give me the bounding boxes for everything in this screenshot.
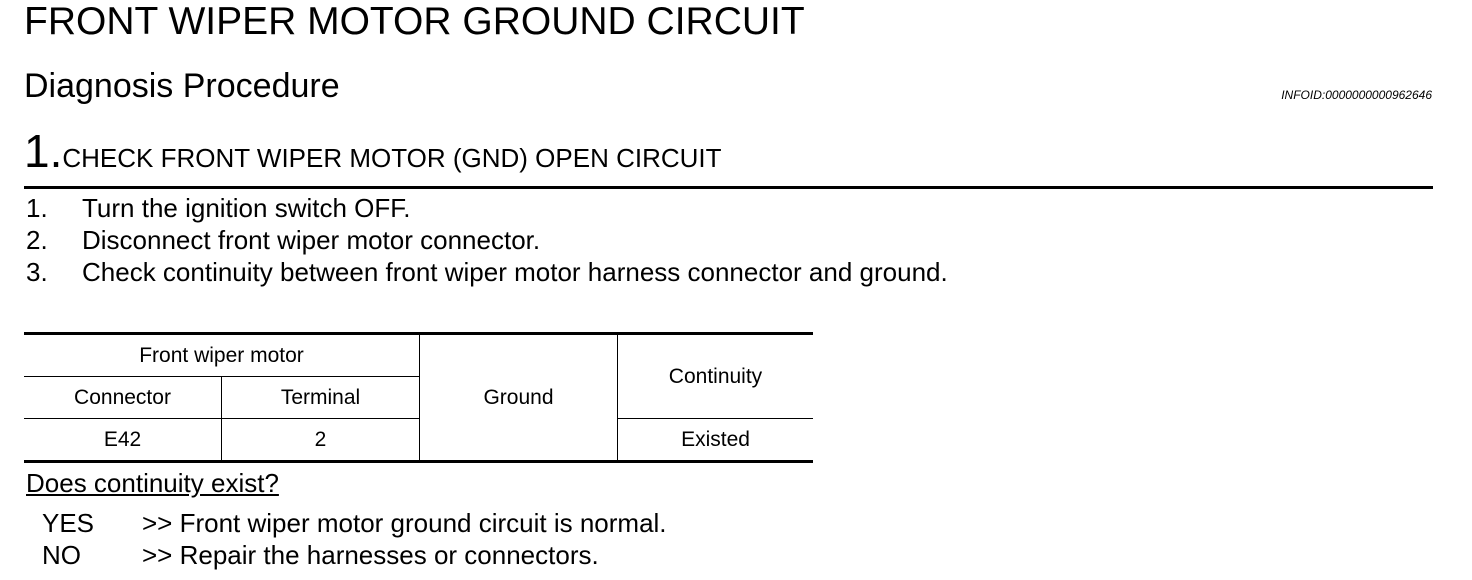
step-heading: 1.CHECK FRONT WIPER MOTOR (GND) OPEN CIR… [24, 124, 722, 190]
instruction-text: Check continuity between front wiper mot… [82, 257, 948, 287]
step-text: CHECK FRONT WIPER MOTOR (GND) OPEN CIRCU… [62, 143, 722, 173]
result-text: >> Front wiper motor ground circuit is n… [142, 508, 667, 538]
continuity-question: Does continuity exist? [26, 468, 279, 498]
instruction-list: 1. Turn the ignition switch OFF. 2. Disc… [26, 192, 948, 288]
step-divider [24, 186, 1433, 189]
result-text: >> Repair the harnesses or connectors. [142, 540, 599, 570]
header-ground: Ground [419, 333, 618, 462]
result-yes: YES >> Front wiper motor ground circuit … [42, 507, 667, 539]
instruction-item: 2. Disconnect front wiper motor connecto… [26, 224, 948, 256]
header-terminal: Terminal [221, 376, 420, 419]
step-number: 1. [24, 125, 63, 177]
instruction-text: Disconnect front wiper motor connector. [82, 225, 541, 255]
cell-connector: E42 [24, 418, 222, 462]
instruction-item: 1. Turn the ignition switch OFF. [26, 192, 948, 224]
result-key: NO [42, 540, 81, 570]
instruction-item: 3. Check continuity between front wiper … [26, 256, 948, 288]
instruction-text: Turn the ignition switch OFF. [82, 193, 411, 223]
table-row: E42 2 Existed [24, 418, 813, 462]
table-header-row: Front wiper motor Ground Continuity [24, 333, 813, 462]
section-title: Diagnosis Procedure [24, 67, 340, 105]
instruction-number: 3. [26, 257, 48, 287]
cell-terminal: 2 [221, 418, 420, 462]
result-list: YES >> Front wiper motor ground circuit … [42, 507, 667, 571]
header-connector: Connector [24, 376, 222, 419]
cell-continuity: Existed [617, 418, 813, 462]
instruction-number: 2. [26, 225, 48, 255]
result-key: YES [42, 508, 95, 538]
page-title: FRONT WIPER MOTOR GROUND CIRCUIT [24, 0, 805, 43]
info-id: INFOID:0000000000962646 [1281, 88, 1432, 102]
table-subheader-row: Connector Terminal [24, 376, 813, 419]
continuity-table: Front wiper motor Ground Continuity Conn… [24, 332, 813, 463]
header-continuity: Continuity [617, 333, 813, 419]
result-no: NO >> Repair the harnesses or connectors… [42, 539, 667, 571]
header-front-wiper-motor: Front wiper motor [24, 333, 420, 377]
instruction-number: 1. [26, 193, 48, 223]
